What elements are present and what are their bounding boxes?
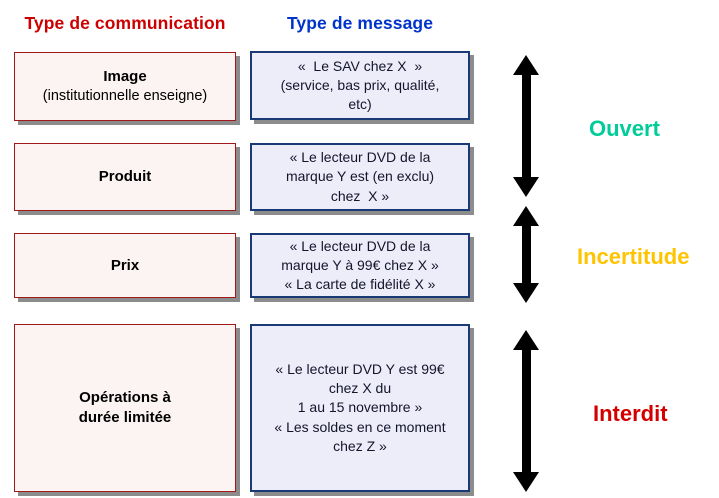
communication-box-operations: Opérations à durée limitée [14,324,236,492]
arrowhead-up-icon [513,206,539,226]
communication-box-title: Prix [110,256,140,274]
arrow-shaft [521,350,531,472]
zone-label-incertitude: Incertitude [577,244,690,269]
communication-box-title: Image [103,67,147,85]
communication-box-subtitle: (institutionnelle enseigne) [42,87,208,104]
header-type-de-communication: Type de communication [24,13,226,33]
arrowhead-up-icon [513,330,539,350]
communication-box-title: Opérations à durée limitée [78,389,172,426]
message-box-text: « Le lecteur DVD de la marque Y à 99€ ch… [281,237,439,293]
message-box-text: « Le lecteur DVD de la marque Y est (en … [285,149,435,204]
arrowhead-down-icon [513,472,539,492]
communication-box-produit: Produit [14,143,236,211]
arrow-shaft [521,226,531,283]
header-type-de-message: Type de message [286,13,434,33]
message-box-dvd-prix: « Le lecteur DVD de la marque Y à 99€ ch… [250,233,470,298]
message-box-sav: « Le SAV chez X » (service, bas prix, qu… [250,51,470,120]
zone-label-ouvert: Ouvert [589,116,660,141]
double-arrow-interdit-icon [513,330,539,492]
message-box-dvd-dates: « Le lecteur DVD Y est 99€ chez X du 1 a… [250,324,470,492]
arrow-shaft [521,75,531,177]
arrowhead-up-icon [513,55,539,75]
double-arrow-incertitude-icon [513,206,539,303]
communication-box-title: Produit [98,168,152,186]
communication-box-image: Image (institutionnelle enseigne) [14,52,236,121]
message-box-text: « Le lecteur DVD Y est 99€ chez X du 1 a… [274,361,446,454]
message-box-dvd-exclu: « Le lecteur DVD de la marque Y est (en … [250,143,470,211]
arrowhead-down-icon [513,283,539,303]
zone-label-interdit: Interdit [593,401,668,426]
double-arrow-ouvert-icon [513,55,539,197]
message-box-text: « Le SAV chez X » (service, bas prix, qu… [280,57,440,113]
communication-box-prix: Prix [14,233,236,298]
arrowhead-down-icon [513,177,539,197]
